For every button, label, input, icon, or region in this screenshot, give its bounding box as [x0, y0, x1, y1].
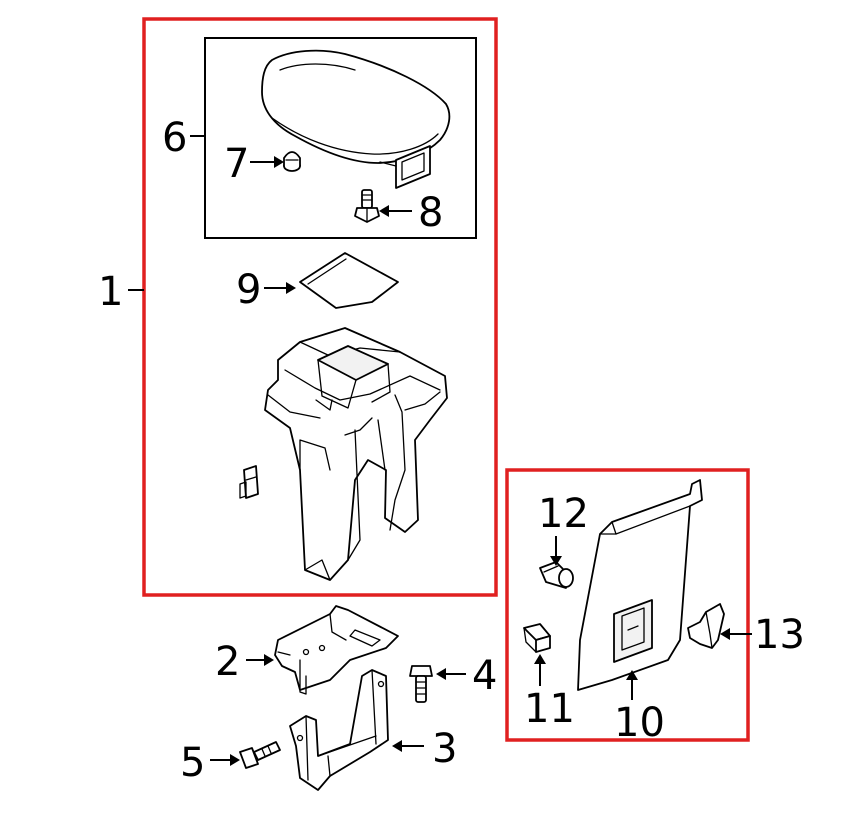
group-frame-side-trim[interactable] — [505, 468, 750, 742]
callout-2[interactable]: 2 — [215, 639, 240, 685]
callout-10[interactable]: 10 — [614, 700, 665, 746]
leader-lines — [128, 135, 752, 766]
bolt-part-5[interactable] — [239, 741, 281, 769]
mat-part-9[interactable] — [299, 252, 399, 309]
armrest-subassembly-box — [204, 37, 477, 239]
bolt-part-4[interactable] — [409, 665, 433, 703]
clip-part-11[interactable] — [523, 623, 551, 653]
bracket-part-2[interactable] — [274, 605, 399, 695]
callout-8[interactable]: 8 — [418, 190, 443, 236]
callout-labels: 1 6 7 8 9 2 3 4 5 12 11 10 13 — [98, 115, 805, 786]
fastener-part-12[interactable] — [539, 561, 574, 589]
callout-5[interactable]: 5 — [180, 740, 205, 786]
bracket-part-3[interactable] — [289, 669, 389, 791]
armrest-lid-part[interactable] — [261, 49, 451, 189]
callout-1[interactable]: 1 — [98, 269, 123, 315]
console-clip-detail — [239, 465, 259, 499]
callout-4[interactable]: 4 — [472, 653, 497, 699]
console-body-part-1[interactable] — [264, 327, 448, 581]
callout-13[interactable]: 13 — [754, 612, 805, 658]
callout-3[interactable]: 3 — [432, 726, 457, 772]
screw-part-8[interactable] — [354, 189, 380, 223]
callout-11[interactable]: 11 — [524, 686, 575, 732]
hook-part-13[interactable] — [687, 603, 725, 649]
callout-9[interactable]: 9 — [236, 267, 261, 313]
clip-part-7[interactable] — [283, 151, 301, 172]
side-trim-panel-part-10[interactable] — [577, 479, 703, 691]
callout-7[interactable]: 7 — [224, 141, 249, 187]
callout-12[interactable]: 12 — [538, 491, 589, 537]
callout-6[interactable]: 6 — [162, 115, 187, 161]
group-frame-console[interactable] — [142, 17, 498, 597]
